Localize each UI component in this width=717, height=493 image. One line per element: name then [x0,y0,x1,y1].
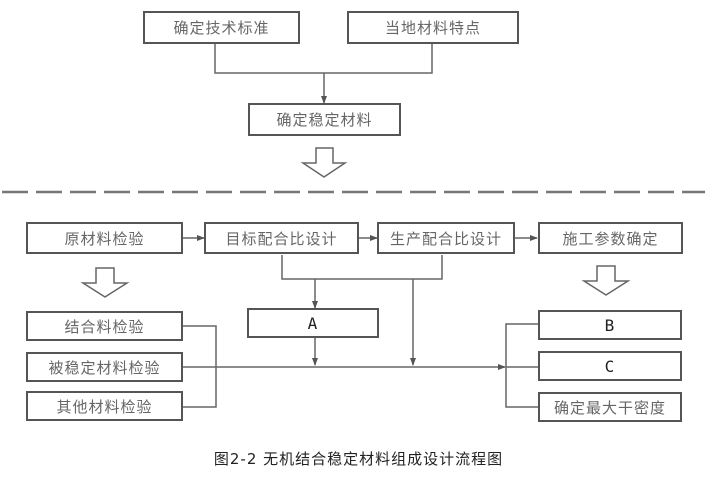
box-a: A [247,308,379,338]
tech-standard-box: 确定技术标准 [143,11,300,44]
box-c: C [538,351,682,381]
local-material-box: 当地材料特点 [347,11,519,44]
max-density-label: 确定最大干密度 [553,398,666,417]
box-c-label: C [604,356,616,376]
box-b: B [538,310,682,340]
production-mix-box: 生产配合比设计 [377,222,515,254]
max-density-box: 确定最大干密度 [538,392,682,422]
figure-caption: 图2-2 无机结合稳定材料组成设计流程图 [213,450,504,468]
other-inspection-box: 其他材料检验 [26,391,183,421]
binder-inspection-box: 结合料检验 [26,311,183,341]
connector-tech-standard [214,43,433,74]
hollow-arrow-right [581,265,631,296]
binder-inspection-label: 结合料检验 [64,317,145,336]
tech-standard-label: 确定技术标准 [173,19,270,37]
hollow-arrow-left [80,267,130,298]
stable-material-label: 确定稳定材料 [276,111,373,129]
construction-params-label: 施工参数确定 [562,229,659,248]
stabilized-inspection-label: 被稳定材料检验 [48,358,161,377]
target-mix-label: 目标配合比设计 [225,229,338,248]
box-a-label: A [307,313,319,333]
local-material-label: 当地材料特点 [384,19,481,37]
raw-inspection-box: 原材料检验 [26,222,183,254]
connector-right-bracket [505,323,538,408]
connector-mix-merge [281,255,443,280]
target-mix-box: 目标配合比设计 [204,222,359,254]
box-b-label: B [604,315,616,335]
production-mix-label: 生产配合比设计 [389,229,502,248]
stabilized-inspection-box: 被稳定材料检验 [26,352,183,382]
stable-material-box: 确定稳定材料 [248,103,401,136]
other-inspection-label: 其他材料检验 [56,397,153,416]
hollow-arrow-top [300,147,348,178]
construction-params-box: 施工参数确定 [538,222,683,254]
raw-inspection-label: 原材料检验 [64,229,145,248]
